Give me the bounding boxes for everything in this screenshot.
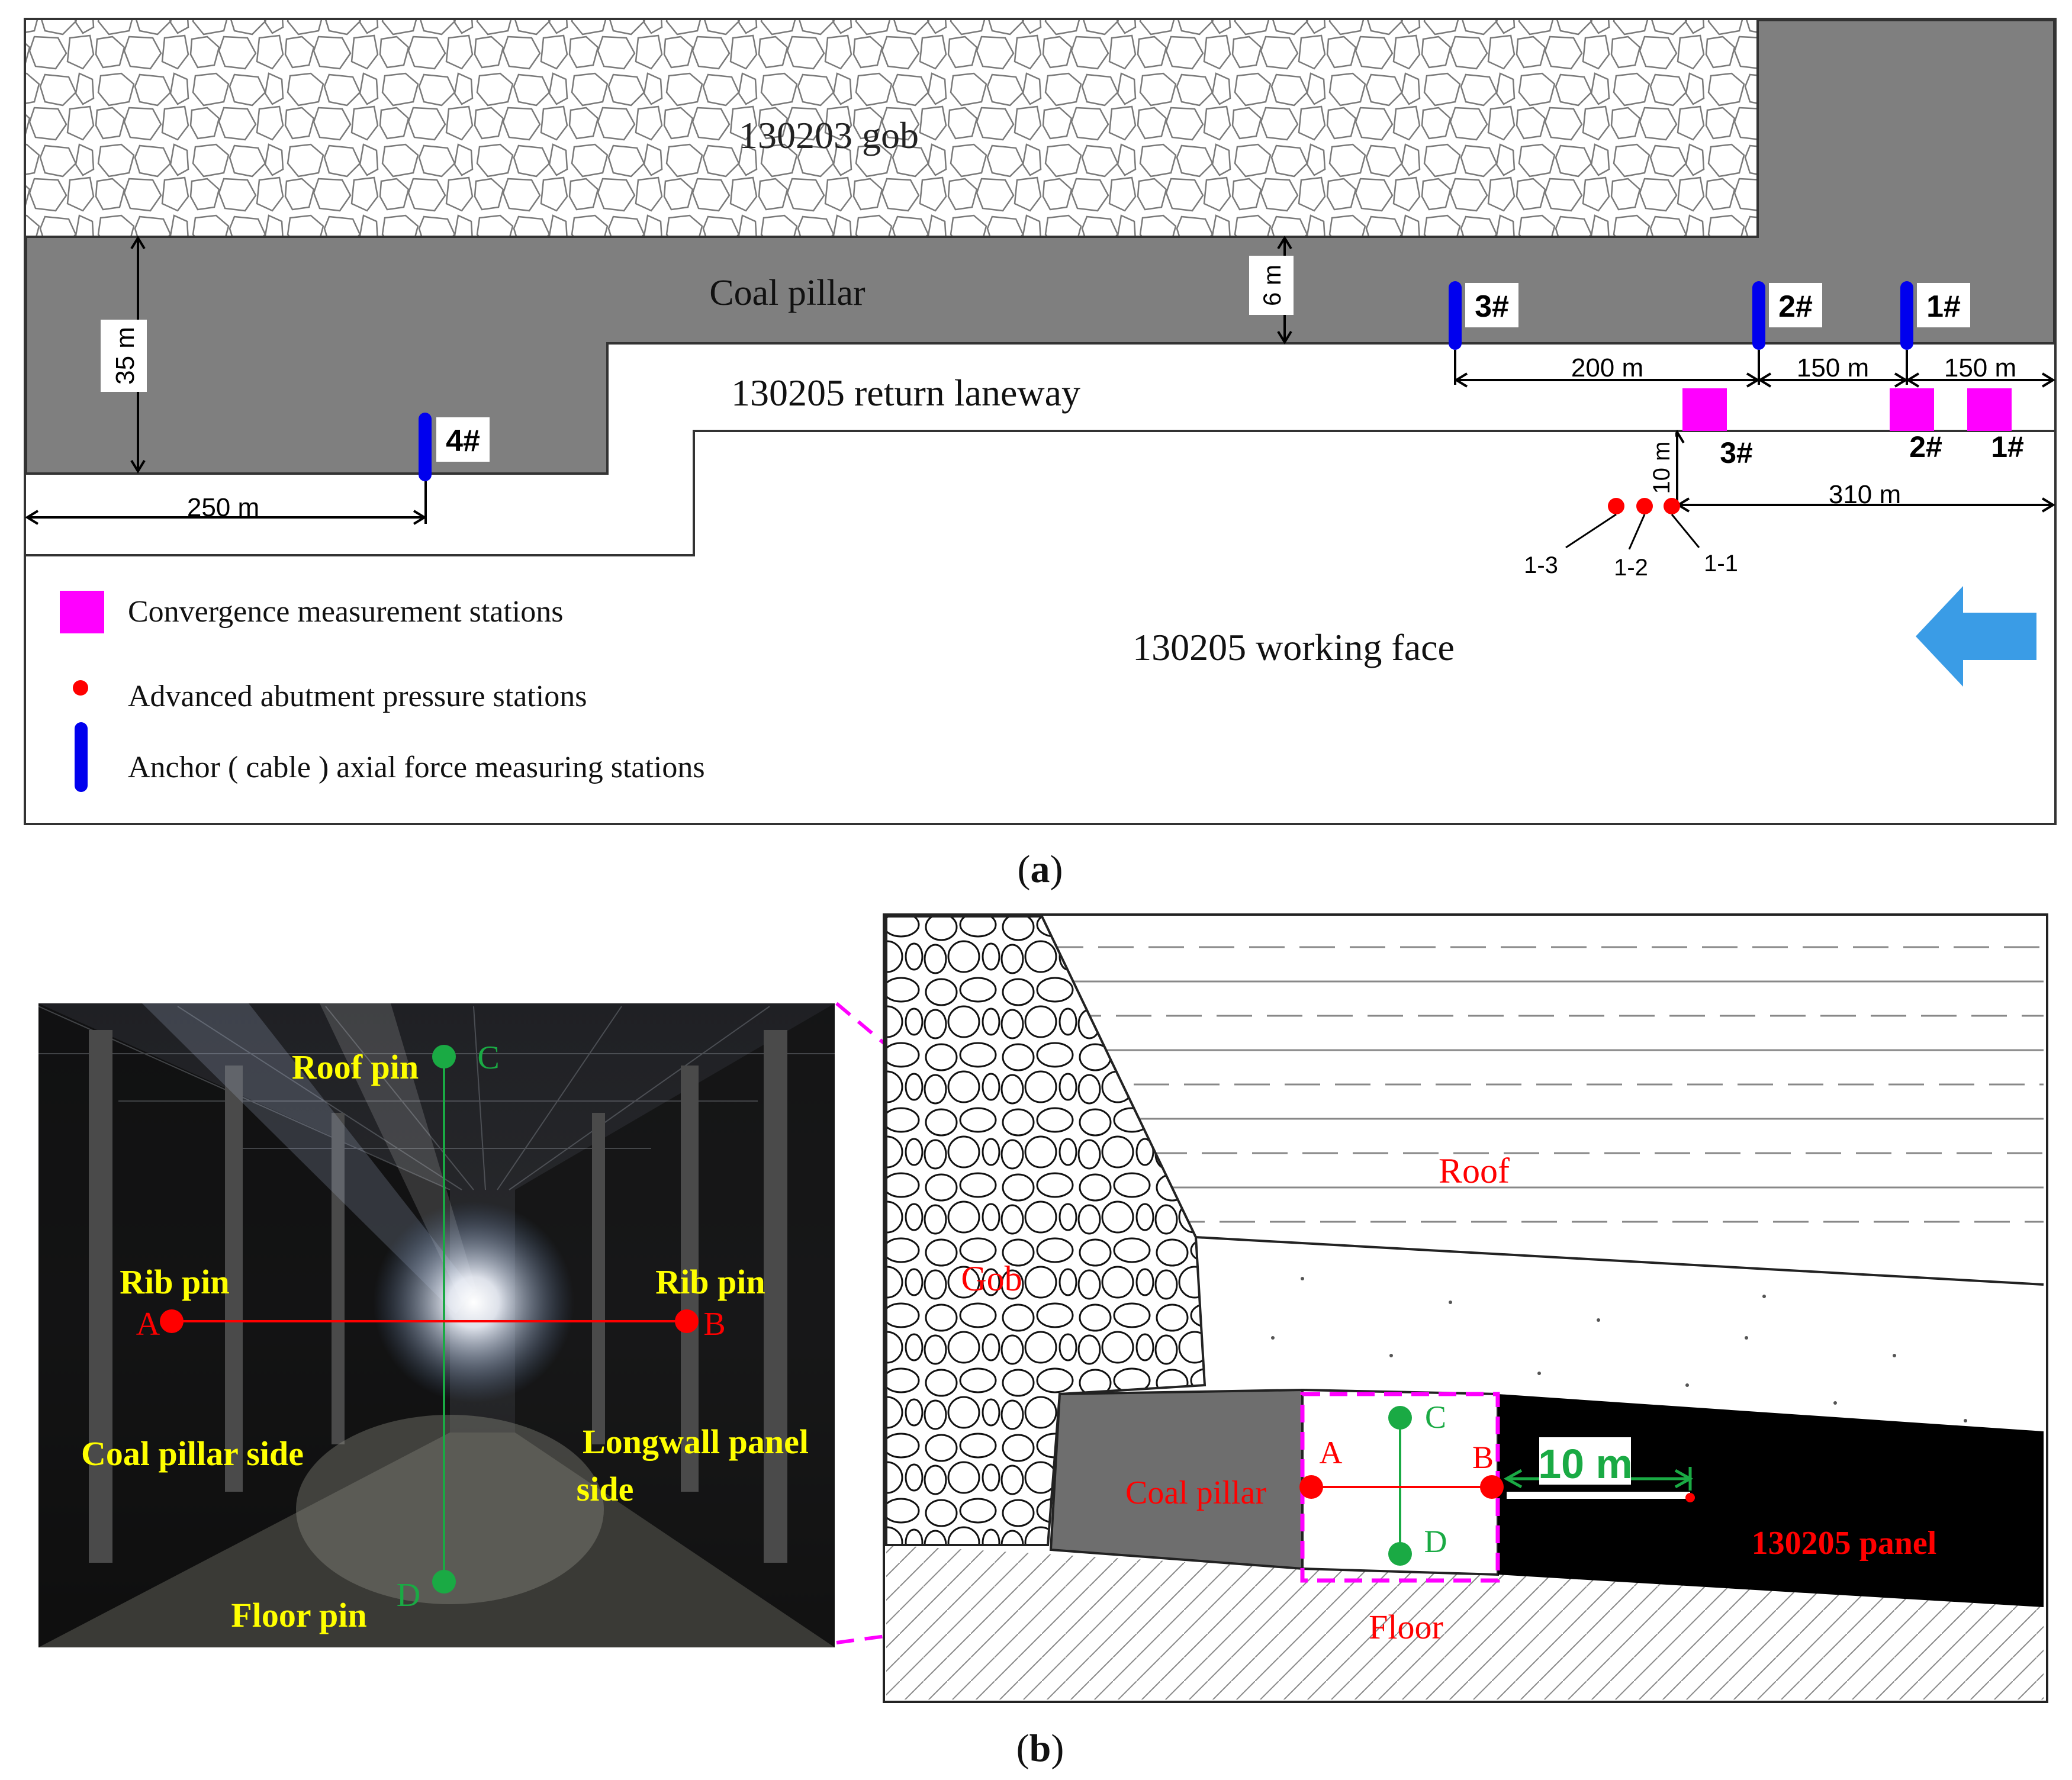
svg-text:Coal pillar side: Coal pillar side (81, 1434, 304, 1473)
working-face-edge (26, 430, 2054, 556)
anchor-station-4: 4# (419, 413, 490, 481)
svg-text:Floor: Floor (1369, 1608, 1443, 1646)
cross-section: 10 m Roof Gob Coal pillar Floor 130205 p… (883, 913, 2048, 1703)
photo-pin-d (432, 1570, 456, 1594)
photo-annotations: Roof pin C Rib pin Rib pin A B Coal pill… (81, 1039, 809, 1634)
coal-pillar-area (25, 19, 2055, 475)
legend-convergence-label: Convergence measurement stations (128, 595, 564, 629)
gob-label: 130203 gob (739, 114, 919, 156)
convergence-station-3: 3# (1682, 388, 1753, 469)
svg-text:Floor pin: Floor pin (231, 1596, 366, 1634)
svg-text:3#: 3# (1475, 289, 1509, 324)
convergence-station-1: 1# (1967, 388, 2024, 463)
advance-arrow-icon (1916, 586, 2036, 687)
caption-a: (a) (1018, 848, 1063, 891)
svg-text:130205 panel: 130205 panel (1752, 1525, 1937, 1562)
svg-text:Roof: Roof (1439, 1151, 1510, 1190)
section-pin-a (1299, 1475, 1323, 1499)
svg-text:1-3: 1-3 (1524, 552, 1558, 578)
photo-pin-b (675, 1309, 699, 1333)
laneway-label: 130205 return laneway (731, 372, 1080, 414)
section-pin-d (1388, 1542, 1412, 1566)
svg-text:Coal pillar: Coal pillar (1125, 1475, 1266, 1511)
photo-pin-a (160, 1309, 184, 1333)
svg-text:1#: 1# (1926, 289, 1961, 324)
svg-text:2#: 2# (1778, 289, 1813, 324)
svg-text:Rib pin: Rib pin (120, 1263, 229, 1301)
svg-text:1-2: 1-2 (1614, 555, 1648, 581)
svg-text:B: B (703, 1306, 725, 1343)
section-dim-10: 10 m (1538, 1441, 1633, 1487)
section-panel (1498, 1394, 2044, 1607)
section-pin-c (1388, 1406, 1412, 1430)
anchor-station-3: 3# (1449, 281, 1518, 350)
anchor-station-1: 1# (1900, 281, 1970, 350)
legend-pressure-label: Advanced abutment pressure stations (128, 680, 587, 713)
anchor-station-2: 2# (1752, 281, 1822, 350)
dim-35-label: 35 m (111, 327, 140, 385)
svg-text:4#: 4# (446, 424, 480, 458)
legend: Convergence measurement stations Advance… (60, 591, 705, 792)
svg-text:Roof pin: Roof pin (292, 1048, 419, 1086)
dim-150a-label: 150 m (1797, 353, 1869, 382)
section-pin-b (1480, 1475, 1504, 1499)
section-gob (885, 915, 1206, 1546)
svg-text:C: C (1425, 1399, 1446, 1435)
svg-text:B: B (1472, 1440, 1494, 1475)
gob-area (26, 20, 1758, 237)
convergence-station-2: 2# (1890, 388, 1942, 463)
svg-text:side: side (577, 1470, 634, 1508)
legend-convergence-swatch (60, 591, 104, 633)
svg-text:2#: 2# (1909, 430, 1942, 463)
legend-anchor-swatch (75, 722, 88, 792)
coal-pillar-label: Coal pillar (709, 273, 866, 313)
photo-pin-c (432, 1045, 456, 1068)
dim-250-label: 250 m (187, 493, 259, 522)
dim-10-label: 10 m (1649, 442, 1675, 494)
svg-text:A: A (1320, 1435, 1343, 1470)
legend-pressure-swatch (73, 680, 88, 696)
svg-text:Longwall panel: Longwall panel (583, 1422, 809, 1461)
caption-b: (b) (1016, 1727, 1064, 1770)
dim-6-label: 6 m (1258, 265, 1286, 306)
svg-text:3#: 3# (1720, 436, 1753, 469)
svg-text:1#: 1# (1991, 430, 2024, 463)
working-face-label: 130205 working face (1132, 626, 1455, 668)
pressure-stations: 1-3 1-2 1-1 (1524, 498, 1738, 581)
svg-text:D: D (397, 1577, 420, 1614)
svg-text:C: C (477, 1039, 499, 1076)
dim-310-label: 310 m (1829, 480, 1901, 509)
svg-text:Gob: Gob (961, 1259, 1022, 1298)
legend-anchor-label: Anchor ( cable ) axial force measuring s… (128, 751, 705, 784)
dim-200-label: 200 m (1571, 353, 1643, 382)
svg-text:A: A (136, 1306, 160, 1343)
dim-150b-label: 150 m (1944, 353, 2016, 382)
svg-text:Rib pin: Rib pin (655, 1263, 765, 1301)
svg-text:D: D (1424, 1524, 1447, 1559)
panel-a: 130203 gob Coal pillar 130205 return lan… (24, 18, 2057, 825)
svg-text:1-1: 1-1 (1704, 551, 1738, 577)
